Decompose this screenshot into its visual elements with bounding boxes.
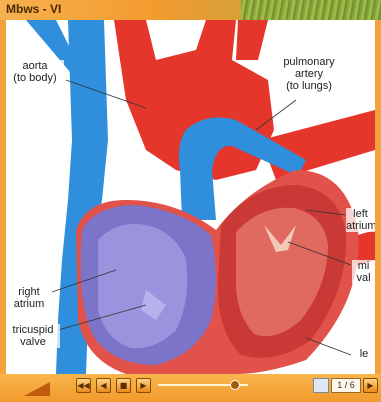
label-left-atrium: left atrium: [346, 208, 375, 232]
page-icon[interactable]: [313, 378, 329, 393]
progress-slider-thumb[interactable]: [230, 380, 240, 390]
title-bar-decoration: [241, 0, 381, 20]
corner-decoration-icon: [22, 378, 52, 398]
label-tricuspid-valve: tricuspid valve: [6, 324, 60, 348]
label-left-ventricle: le: [353, 348, 375, 360]
aorta-branch-right: [236, 20, 268, 60]
next-icon: ▶: [140, 381, 146, 390]
label-pulmonary-artery: pulmonary artery (to lungs): [274, 56, 344, 92]
next-page-icon: ▶: [367, 381, 373, 390]
next-page-button[interactable]: ▶: [363, 378, 378, 393]
window-title: Mbws - VI: [6, 2, 61, 16]
previous-button[interactable]: ◀: [96, 378, 111, 393]
play-button[interactable]: ■: [116, 378, 131, 393]
page-indicator: 1 / 6: [331, 378, 361, 393]
label-right-atrium: right atrium: [6, 286, 52, 310]
heart-diagram: aorta (to body) pulmonary artery (to lun…: [6, 20, 375, 374]
previous-icon: ◀: [100, 381, 106, 390]
first-page-button[interactable]: ◀◀: [76, 378, 91, 393]
label-mitral-valve: mi val: [352, 260, 375, 284]
play-icon: ■: [120, 381, 128, 390]
label-aorta: aorta (to body): [6, 60, 64, 84]
next-button[interactable]: ▶: [136, 378, 151, 393]
title-bar: Mbws - VI: [0, 0, 381, 20]
right-chamber-inner: [98, 224, 187, 348]
first-page-icon: ◀◀: [77, 381, 89, 390]
